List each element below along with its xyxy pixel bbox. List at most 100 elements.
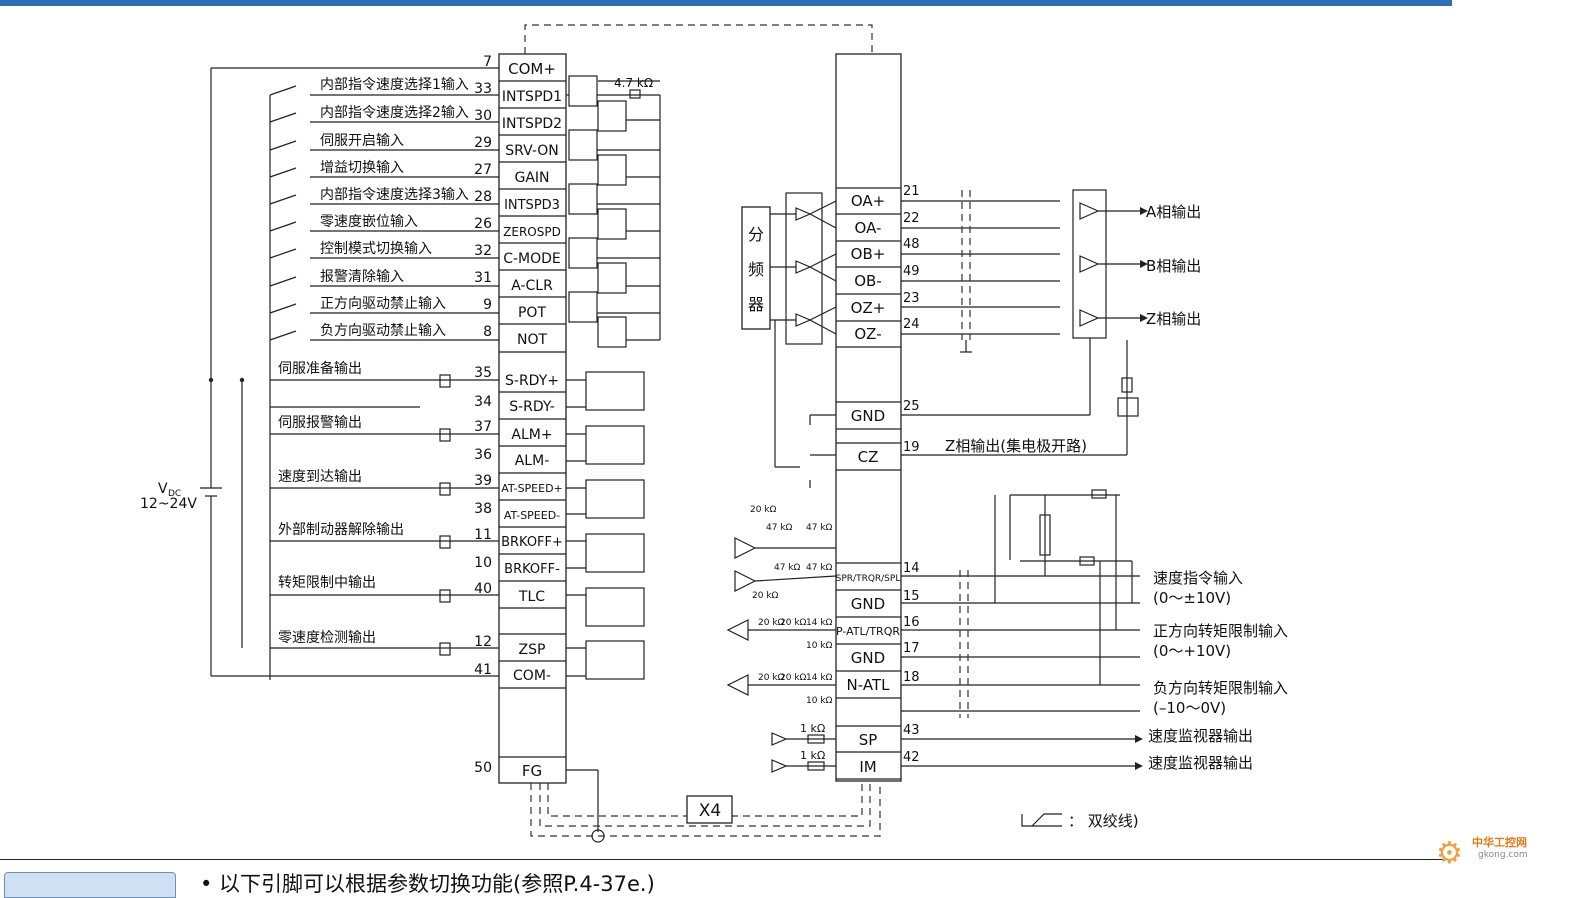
pin-zerospd: ZEROSPD: [503, 225, 561, 239]
twisted-pair-legend: ： 双绞线): [1021, 812, 1139, 830]
pin-tlc: TLC: [518, 589, 545, 605]
gear-icon: ⚙: [1436, 836, 1463, 871]
pin-num-28: 28: [474, 189, 492, 205]
pin-num-10: 10: [474, 555, 492, 571]
input-label-intspd3: 内部指令速度选择3输入: [320, 187, 469, 203]
pin-oz-plus: OZ+: [851, 299, 886, 317]
vdc-sub-label: DC: [168, 489, 181, 499]
pin-alm-plus: ALM+: [511, 427, 552, 443]
right-connector: OA+ OA- OB+ OB- OZ+ OZ- GND CZ SPR/TRQR/…: [836, 184, 920, 780]
input-label-srv-on: 伺服开启输入: [320, 133, 404, 149]
pin-intspd2: INTSPD2: [502, 116, 562, 132]
pin-gain: GAIN: [514, 170, 549, 186]
pin-num-33: 33: [474, 81, 492, 97]
x4-box: [686, 795, 733, 824]
input-label-gain: 增益切换输入: [320, 159, 404, 176]
input-row-7: C-MODE 32 控制模式切换输入: [269, 240, 566, 271]
pin-at-speed-minus: AT-SPEED-: [504, 509, 560, 522]
res-label-20k-e: 20 kΩ: [758, 673, 785, 683]
pin-a-clr: A-CLR: [511, 278, 553, 294]
pin-com-minus: COM-: [513, 668, 551, 684]
vdc-label: V: [158, 481, 168, 497]
pin-spr-trqr-spl: SPR/TRQR/SPL: [836, 574, 901, 584]
z-phase-output-label: Z相输出: [1146, 310, 1201, 328]
pin-c-mode: C-MODE: [503, 251, 561, 267]
input-label-zerospd: 零速度嵌位输入: [320, 214, 418, 230]
pin-num-24: 24: [903, 317, 920, 332]
input-label-intspd1: 内部指令速度选择1输入: [320, 77, 469, 93]
res-label-20k-b: 20 kΩ: [752, 591, 779, 601]
pin-pot: POT: [518, 305, 546, 321]
pos-torque-limit-label: 正方向转矩限制输入: [1153, 622, 1288, 640]
watermark-title: 中华工控网: [1472, 836, 1527, 849]
res-label-20k-f: 20 kΩ: [780, 673, 807, 683]
pin-intspd1: INTSPD1: [502, 89, 562, 105]
input-row-4: GAIN 27 增益切换输入: [269, 159, 566, 190]
watermark-url: gkong.com: [1478, 850, 1528, 860]
monitor-res-2: 1 kΩ: [800, 749, 825, 762]
input-row-3: SRV-ON 29 伺服开启输入: [269, 133, 566, 163]
output-label-tlc: 转矩限制中输出: [278, 575, 376, 591]
speed-command-label: 速度指令输入: [1153, 569, 1243, 587]
cz-output-label: Z相输出(集电极开路): [945, 437, 1087, 455]
fg-section: FG 50: [474, 756, 605, 843]
input-optocouplers: 4.7 kΩ: [566, 75, 661, 348]
input-row-10: NOT 8 负方向驱动禁止输入: [269, 323, 566, 353]
pin-num-50: 50: [474, 760, 492, 776]
res-label-47k-c: 47 kΩ: [774, 563, 801, 573]
top-accent-bar: [0, 0, 1452, 6]
monitor-res-1: 1 kΩ: [800, 722, 825, 735]
x4-label: X4: [699, 801, 721, 821]
pin-alm-minus: ALM-: [515, 453, 550, 469]
pin-brkoff-minus: BRKOFF-: [504, 562, 560, 577]
res-label-20k-a: 20 kΩ: [750, 505, 777, 515]
pin-num-43: 43: [903, 723, 920, 738]
pin-intspd3: INTSPD3: [504, 198, 560, 213]
pin-num-7: 7: [483, 54, 492, 70]
pin-gnd-15: GND: [851, 595, 885, 613]
res-label-20k-c: 20 kΩ: [758, 618, 785, 628]
res-label-10k-a: 10 kΩ: [806, 641, 833, 651]
pin-num-23: 23: [903, 291, 920, 306]
pin-num-41: 41: [474, 662, 492, 678]
resistor-4k7-label: 4.7 kΩ: [614, 76, 653, 90]
res-label-10k-b: 10 kΩ: [806, 696, 833, 706]
pin-gnd-17: GND: [851, 649, 885, 667]
pin-num-35: 35: [474, 365, 492, 381]
output-label-zsp: 零速度检测输出: [278, 630, 376, 646]
pin-num-48: 48: [903, 237, 920, 252]
pin-p-atl-trqr: P-ATL/TRQR: [836, 625, 900, 638]
pin-n-atl: N-ATL: [847, 676, 891, 694]
pin-num-26: 26: [474, 216, 492, 232]
pin-num-39: 39: [474, 473, 492, 489]
pin-num-32: 32: [474, 243, 492, 259]
pin-ob-plus: OB+: [851, 245, 886, 263]
input-row-1: INTSPD1 33 内部指令速度选择1输入: [269, 77, 566, 109]
res-label-47k-b: 47 kΩ: [806, 523, 833, 533]
input-label-a-clr: 报警清除输入: [320, 269, 404, 285]
frequency-divider: 分 频 器: [741, 192, 837, 488]
pin-im: IM: [859, 758, 876, 776]
pin-brkoff-plus: BRKOFF+: [501, 535, 563, 550]
pin-oa-plus: OA+: [851, 192, 885, 210]
res-label-14k-a: 14 kΩ: [806, 618, 833, 628]
pin-not: NOT: [517, 332, 547, 348]
pin-gnd-25: GND: [851, 407, 885, 425]
input-row-9: POT 9 正方向驱动禁止输入: [269, 296, 566, 325]
pin-at-speed-plus: AT-SPEED+: [501, 482, 563, 495]
footer-note: • 以下引脚可以根据参数切换功能(参照P.4-37e.): [200, 872, 655, 896]
speed-command-range: (0～±10V): [1153, 589, 1231, 607]
pin-ob-minus: OB-: [854, 272, 882, 290]
pin-num-14: 14: [903, 561, 920, 576]
res-label-47k-d: 47 kΩ: [806, 563, 833, 573]
pin-cz: CZ: [858, 448, 879, 466]
pin-num-8: 8: [483, 324, 492, 340]
pin-oz-minus: OZ-: [854, 325, 881, 343]
pin-num-27: 27: [474, 162, 492, 178]
res-label-14k-b: 14 kΩ: [806, 673, 833, 683]
analog-inputs: 速度指令输入 (0～±10V) 正方向转矩限制输入 (0～+10V) 负方向转矩…: [726, 489, 1288, 718]
divider-char-1: 分: [748, 225, 764, 244]
divider-char-3: 器: [748, 295, 764, 314]
pin-num-37: 37: [474, 419, 492, 435]
